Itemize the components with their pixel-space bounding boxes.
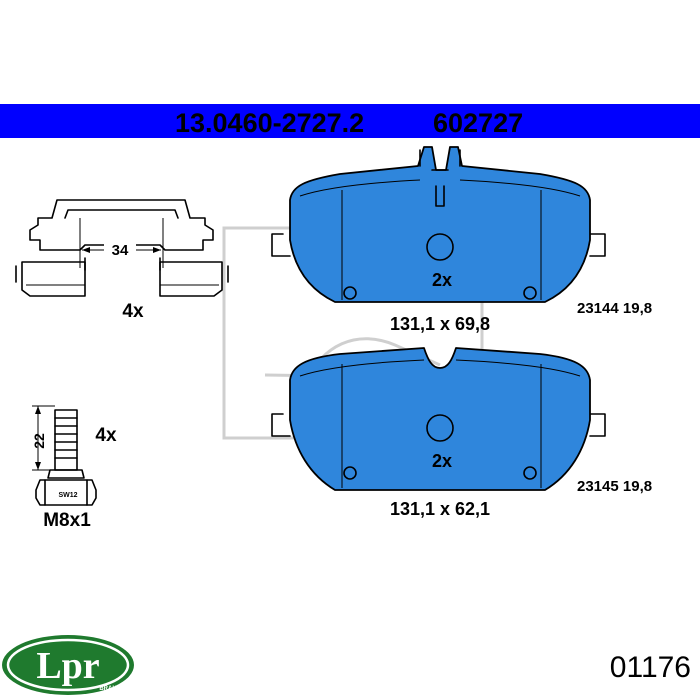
part-number: 13.0460-2727.2 xyxy=(175,108,364,138)
bolt-quantity: 4x xyxy=(95,425,117,446)
bolt-head-mark: SW12 xyxy=(58,492,77,499)
spring-clip-drawing xyxy=(15,199,229,297)
lower-pad-dimensions: 131,1 x 62,1 xyxy=(390,499,490,519)
lower-pad-quantity: 2x xyxy=(432,451,452,471)
logo-sub: BRAKES xyxy=(99,686,124,692)
lpr-logo: Lpr BRAKES xyxy=(2,635,134,695)
clip-quantity: 4x xyxy=(122,301,144,322)
logo-brand: Lpr xyxy=(36,645,99,687)
alt-part-number: 602727 xyxy=(433,108,523,138)
lower-pad-wva: 23145 19,8 xyxy=(577,478,652,495)
upper-pad-wva: 23144 19,8 xyxy=(577,300,652,317)
brake-pad-lower xyxy=(271,347,606,491)
bolt-drawing xyxy=(32,405,97,506)
clip-dimension: 34 xyxy=(112,242,129,259)
upper-pad-dimensions: 131,1 x 69,8 xyxy=(390,314,490,334)
catalog-code: 01176 xyxy=(610,651,691,684)
bolt-length: 22 xyxy=(31,433,47,449)
upper-pad-quantity: 2x xyxy=(432,270,452,290)
brake-pad-upper xyxy=(271,146,606,303)
bolt-thread: M8x1 xyxy=(43,510,91,531)
header-band xyxy=(0,104,700,138)
